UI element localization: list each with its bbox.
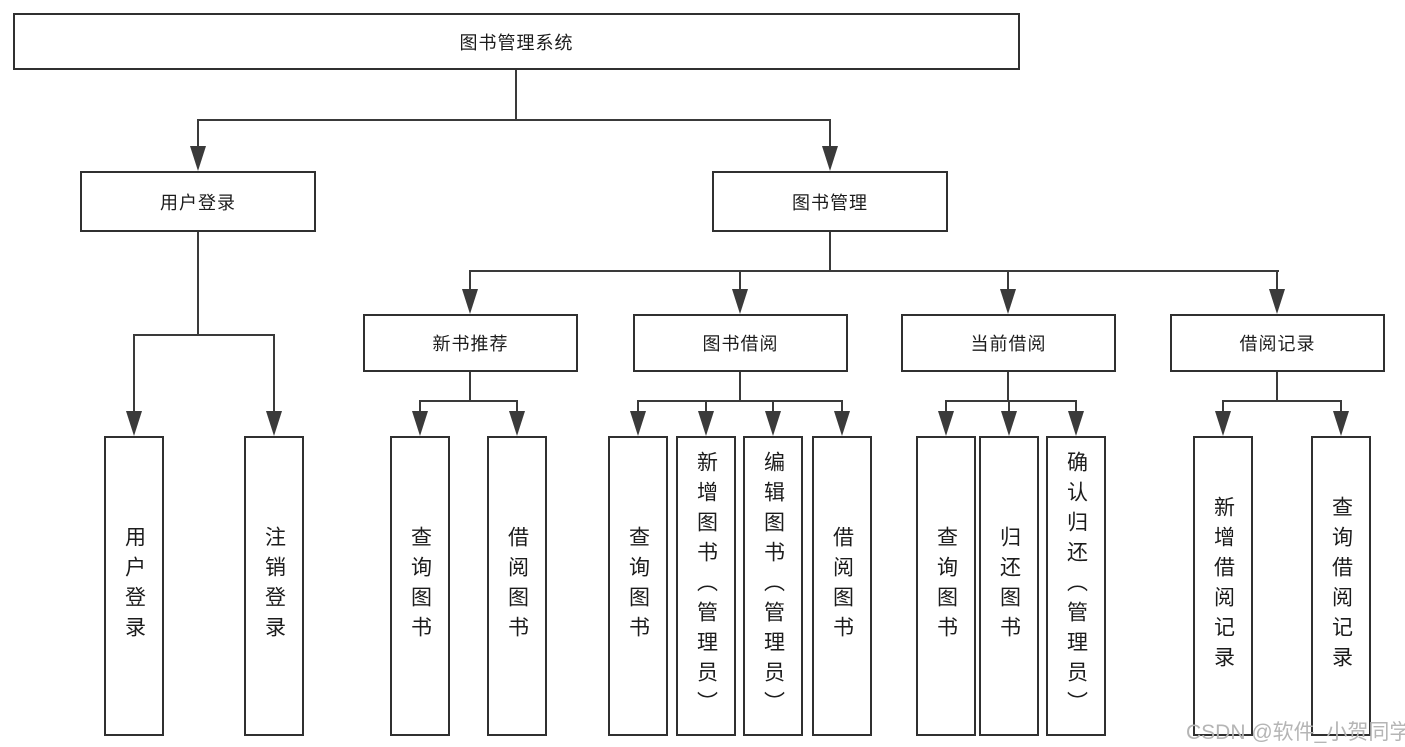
connector-root-stem: [515, 70, 517, 120]
arrow-down-icon: [1333, 411, 1349, 436]
leaf-user-login: 用户登录: [104, 436, 164, 736]
node-book-manage-label: 图书管理: [792, 192, 868, 213]
arrow-down-icon: [1001, 411, 1017, 436]
connector-current-branch: [1075, 400, 1077, 413]
connector-borrow-branch: [705, 400, 707, 413]
arrow-down-icon: [1215, 411, 1231, 436]
leaf-query-books-borrow: 查询图书: [608, 436, 668, 736]
csdn-watermark: CSDN @软件_小贺同学: [1186, 721, 1405, 744]
leaf-query-books-recommend: 查询图书: [390, 436, 450, 736]
leaf-return-book-label: 归还图书: [997, 526, 1021, 646]
node-book-borrow-label: 图书借阅: [702, 334, 779, 354]
leaf-add-book-admin: 新增图书（管理员）: [676, 436, 736, 736]
arrow-down-icon: [765, 411, 781, 436]
leaf-user-login-label: 用户登录: [122, 526, 146, 646]
connector-user-branch: [133, 334, 135, 413]
node-user-login-label: 用户登录: [160, 192, 236, 213]
connector-borrow-stem: [739, 372, 741, 402]
arrow-down-icon: [630, 411, 646, 436]
leaf-edit-book-admin: 编辑图书（管理员）: [743, 436, 803, 736]
arrow-down-icon: [190, 146, 206, 171]
connector-recommend-branch: [419, 400, 421, 413]
connector-record-branch: [1222, 400, 1224, 413]
node-root-label: 图书管理系统: [459, 32, 574, 53]
connector-manage-stem: [829, 232, 831, 271]
connector-borrow-branch: [637, 400, 639, 413]
node-borrow-record: 借阅记录: [1170, 314, 1385, 372]
connector-current-stem: [1007, 372, 1009, 402]
connector-manage-branch: [739, 270, 741, 292]
connector-record-rail: [1222, 400, 1342, 402]
connector-recommend-stem: [469, 372, 471, 402]
connector-recommend-branch: [516, 400, 518, 413]
connector-record-branch: [1340, 400, 1342, 413]
connector-current-rail: [945, 400, 1077, 402]
arrow-down-icon: [1000, 289, 1016, 314]
leaf-query-borrow-record: 查询借阅记录: [1311, 436, 1371, 736]
node-new-book-recommend-label: 新书推荐: [432, 334, 509, 354]
connector-manage-rail: [469, 270, 1279, 272]
connector-branch-user: [197, 119, 199, 149]
node-current-borrow-label: 当前借阅: [970, 334, 1047, 354]
arrow-down-icon: [266, 411, 282, 436]
leaf-query-books-current: 查询图书: [916, 436, 976, 736]
leaf-query-books-borrow-label: 查询图书: [626, 526, 650, 646]
connector-manage-branch: [1007, 270, 1009, 292]
connector-root-rail: [197, 119, 831, 121]
node-user-login: 用户登录: [80, 171, 316, 232]
arrow-down-icon: [834, 411, 850, 436]
node-book-borrow: 图书借阅: [633, 314, 848, 372]
arrow-down-icon: [732, 289, 748, 314]
leaf-confirm-return-admin: 确认归还（管理员）: [1046, 436, 1106, 736]
leaf-add-book-admin-label: 新增图书（管理员）: [694, 451, 718, 721]
leaf-add-borrow-record-label: 新增借阅记录: [1211, 496, 1235, 676]
connector-manage-branch: [469, 270, 471, 292]
connector-user-rail: [133, 334, 275, 336]
connector-recommend-rail: [419, 400, 518, 402]
arrow-down-icon: [822, 146, 838, 171]
connector-borrow-branch: [772, 400, 774, 413]
leaf-add-borrow-record: 新增借阅记录: [1193, 436, 1253, 736]
connector-user-stem: [197, 232, 199, 335]
node-current-borrow: 当前借阅: [901, 314, 1116, 372]
leaf-confirm-return-admin-label: 确认归还（管理员）: [1064, 451, 1088, 721]
leaf-query-books-current-label: 查询图书: [934, 526, 958, 646]
leaf-borrow-books-recommend: 借阅图书: [487, 436, 547, 736]
connector-record-stem: [1276, 372, 1278, 402]
leaf-query-borrow-record-label: 查询借阅记录: [1329, 496, 1353, 676]
connector-borrow-branch: [841, 400, 843, 413]
leaf-query-books-recommend-label: 查询图书: [408, 526, 432, 646]
node-borrow-record-label: 借阅记录: [1239, 334, 1316, 354]
connector-user-branch: [273, 334, 275, 413]
connector-current-branch: [945, 400, 947, 413]
connector-branch-manage: [829, 119, 831, 149]
leaf-borrow-books-borrow: 借阅图书: [812, 436, 872, 736]
leaf-logout-label: 注销登录: [262, 526, 286, 646]
leaf-logout: 注销登录: [244, 436, 304, 736]
leaf-edit-book-admin-label: 编辑图书（管理员）: [761, 451, 785, 721]
arrow-down-icon: [1068, 411, 1084, 436]
arrow-down-icon: [412, 411, 428, 436]
node-book-manage: 图书管理: [712, 171, 948, 232]
arrow-down-icon: [462, 289, 478, 314]
connector-current-branch: [1008, 400, 1010, 413]
node-new-book-recommend: 新书推荐: [363, 314, 578, 372]
node-root-system: 图书管理系统: [13, 13, 1020, 70]
arrow-down-icon: [1269, 289, 1285, 314]
arrow-down-icon: [509, 411, 525, 436]
arrow-down-icon: [126, 411, 142, 436]
leaf-borrow-books-recommend-label: 借阅图书: [505, 526, 529, 646]
leaf-return-book: 归还图书: [979, 436, 1039, 736]
leaf-borrow-books-borrow-label: 借阅图书: [830, 526, 854, 646]
arrow-down-icon: [938, 411, 954, 436]
connector-borrow-rail: [637, 400, 843, 402]
connector-manage-branch: [1276, 270, 1278, 292]
arrow-down-icon: [698, 411, 714, 436]
